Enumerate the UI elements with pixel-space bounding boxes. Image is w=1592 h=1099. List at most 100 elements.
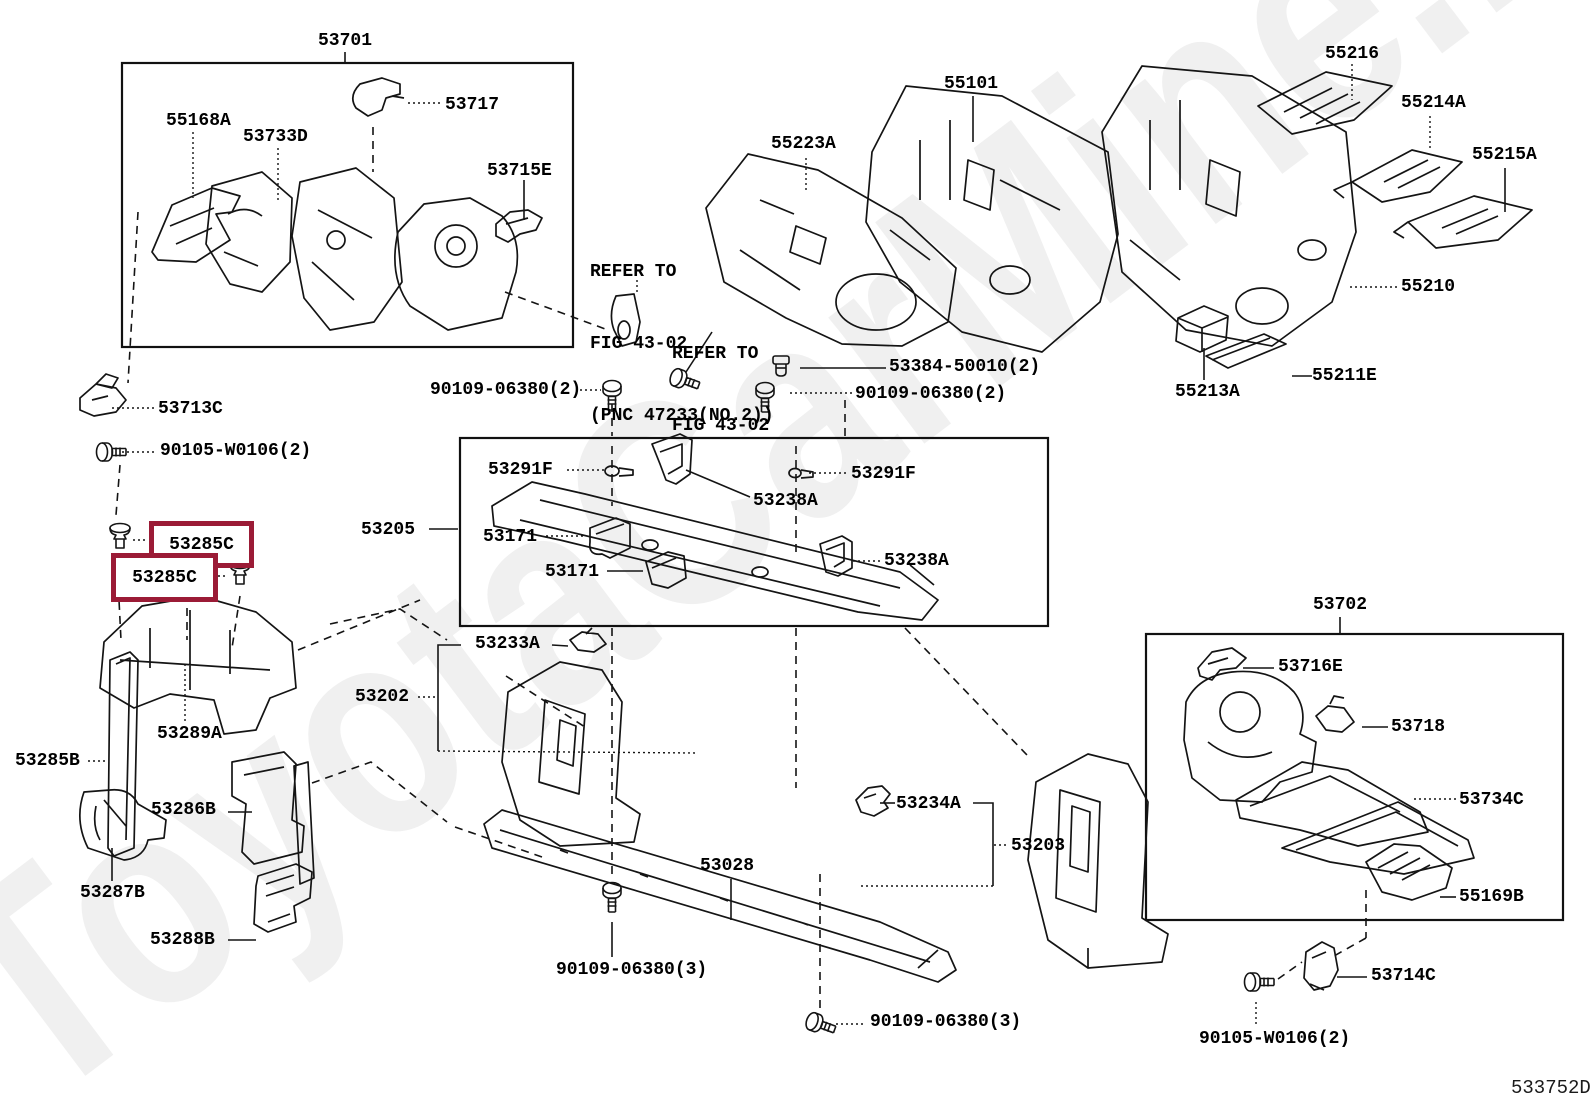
part-drawing-53205-crossmember bbox=[491, 481, 939, 621]
part-drawing-53286B bbox=[231, 751, 315, 885]
part-label-53285C-1[interactable]: 53285C bbox=[169, 534, 234, 555]
crossmember-hole-2 bbox=[751, 566, 769, 578]
part-drawing-53171-2 bbox=[645, 551, 687, 589]
part-drawing-53171-1 bbox=[588, 517, 631, 559]
part-label-53288B[interactable]: 53288B bbox=[150, 930, 215, 950]
box-53702 bbox=[1144, 632, 1565, 922]
part-label-90105-w0106-bottom[interactable]: 90105-W0106(2) bbox=[1199, 1029, 1351, 1049]
strut-tower-hub bbox=[446, 236, 466, 256]
part-label-55216[interactable]: 55216 bbox=[1325, 44, 1380, 64]
part-55101-hole bbox=[989, 265, 1031, 295]
part-label-53287B[interactable]: 53287B bbox=[80, 883, 145, 903]
part-drawing-55216 bbox=[1257, 71, 1393, 135]
part-drawing-53203-panel bbox=[1027, 753, 1169, 969]
part-drawing-55213A bbox=[1175, 305, 1229, 353]
assembly-boxes bbox=[120, 61, 1565, 922]
bolt-90105-left bbox=[95, 442, 127, 462]
part-drawing-53734C bbox=[1281, 801, 1475, 875]
part-label-53289A[interactable]: 53289A bbox=[157, 724, 222, 744]
part-drawing-55210 bbox=[1101, 65, 1357, 347]
part-drawing-55211E bbox=[1205, 333, 1287, 369]
part-label-53171-2[interactable]: 53171 bbox=[545, 562, 600, 582]
highlight-box-53285c-2[interactable]: 53285C bbox=[111, 553, 218, 602]
part-label-55223A[interactable]: 55223A bbox=[771, 134, 836, 154]
part-label-53285C-2[interactable]: 53285C bbox=[132, 567, 197, 588]
dashed-relation-lines bbox=[115, 127, 1367, 1008]
part-label-90109-06380x3-1[interactable]: 90109-06380(3) bbox=[556, 960, 708, 980]
part-drawing-55214A bbox=[1333, 149, 1463, 203]
part-label-90109-06380x3-2[interactable]: 90109-06380(3) bbox=[870, 1012, 1022, 1032]
part-label-55211E[interactable]: 55211E bbox=[1312, 366, 1377, 386]
part-55210-hole-1 bbox=[1235, 287, 1289, 325]
part-label-53702[interactable]: 53702 bbox=[1313, 595, 1368, 615]
part-drawing-53285B bbox=[107, 651, 139, 857]
part-label-53285B[interactable]: 53285B bbox=[15, 751, 80, 771]
part-55210-hole-2 bbox=[1297, 239, 1327, 261]
part-drawing-53287B bbox=[79, 788, 167, 861]
part-drawing-53713C bbox=[79, 373, 127, 417]
part-drawing-53716E bbox=[1197, 647, 1247, 681]
part-drawing-53717 bbox=[351, 77, 405, 117]
box-53701 bbox=[120, 61, 575, 349]
part-drawing-53238A-1 bbox=[651, 433, 693, 485]
part-drawing-55101 bbox=[865, 85, 1119, 353]
part-label-53291F-left[interactable]: 53291F bbox=[488, 460, 553, 480]
part-label-53238A-1[interactable]: 53238A bbox=[753, 491, 818, 511]
part-label-90109-06380x2-left[interactable]: 90109-06380(2) bbox=[430, 380, 582, 400]
refer-note-1-line3: (PNC 47233(NO.2)) bbox=[590, 406, 774, 426]
dotted-leader-lines bbox=[88, 64, 1456, 1027]
part-drawing-apron-shield bbox=[291, 167, 403, 331]
part-label-53233A[interactable]: 53233A bbox=[475, 634, 540, 654]
part-label-53718[interactable]: 53718 bbox=[1391, 717, 1446, 737]
part-drawing-53234A bbox=[855, 785, 891, 817]
part-label-53713C[interactable]: 53713C bbox=[158, 399, 223, 419]
part-label-53238A-2[interactable]: 53238A bbox=[884, 551, 949, 571]
part-drawing-side-air-guide-lh bbox=[501, 661, 641, 847]
part-drawing-53288B bbox=[253, 863, 313, 933]
part-label-53714C[interactable]: 53714C bbox=[1371, 966, 1436, 986]
part-label-53717[interactable]: 53717 bbox=[445, 95, 500, 115]
part-drawing-53715E bbox=[495, 209, 543, 243]
part-label-53733D[interactable]: 53733D bbox=[243, 127, 308, 147]
refer-note-2-line2: FIG 43-02 bbox=[672, 416, 770, 436]
part-label-53203[interactable]: 53203 bbox=[1011, 836, 1066, 856]
part-label-53715E[interactable]: 53715E bbox=[487, 161, 552, 181]
part-label-53234A[interactable]: 53234A bbox=[896, 794, 961, 814]
part-label-55168A[interactable]: 55168A bbox=[166, 111, 231, 131]
part-label-55215A[interactable]: 55215A bbox=[1472, 145, 1537, 165]
part-label-55169B[interactable]: 55169B bbox=[1459, 887, 1524, 907]
diagram-code: 533752D bbox=[1511, 1077, 1591, 1099]
part-label-55213A[interactable]: 55213A bbox=[1175, 382, 1240, 402]
bolt-90105-right bbox=[1243, 972, 1275, 992]
part-label-55214A[interactable]: 55214A bbox=[1401, 93, 1466, 113]
refer-note-1: REFER TO FIG 43-02 (PNC 47233(NO.2)) bbox=[590, 212, 774, 476]
refer-note-1-line1: REFER TO bbox=[590, 262, 677, 282]
solid-leader-lines bbox=[111, 52, 1506, 978]
part-drawing-53285C-clip-1 bbox=[109, 522, 131, 549]
part-label-90109-06380x2-right[interactable]: 90109-06380(2) bbox=[855, 384, 1007, 404]
part-drawing-55169B bbox=[1365, 843, 1453, 901]
part-label-53384-50010[interactable]: 53384-50010(2) bbox=[889, 357, 1041, 377]
part-label-55101[interactable]: 55101 bbox=[944, 74, 999, 94]
part-drawing-53233A bbox=[569, 627, 607, 653]
refer-bracket-slot bbox=[617, 320, 631, 340]
part-drawing-refer-bracket bbox=[610, 293, 641, 347]
crossmember-hole-1 bbox=[641, 539, 659, 551]
bolt-90109-lower-1 bbox=[602, 881, 622, 913]
part-label-53701[interactable]: 53701 bbox=[318, 31, 373, 51]
part-label-55210[interactable]: 55210 bbox=[1401, 277, 1456, 297]
part-label-90105-w0106-left[interactable]: 90105-W0106(2) bbox=[160, 441, 312, 461]
part-label-53291F-right[interactable]: 53291F bbox=[851, 464, 916, 484]
part-label-53028[interactable]: 53028 bbox=[700, 856, 755, 876]
part-label-53202[interactable]: 53202 bbox=[355, 687, 410, 707]
part-label-53716E[interactable]: 53716E bbox=[1278, 657, 1343, 677]
part-drawings bbox=[79, 65, 1533, 991]
part-55223A-hole bbox=[835, 273, 917, 331]
part-label-53734C[interactable]: 53734C bbox=[1459, 790, 1524, 810]
part-label-53171-1[interactable]: 53171 bbox=[483, 527, 538, 547]
part-drawing-55168A bbox=[151, 187, 241, 263]
part-label-53286B[interactable]: 53286B bbox=[151, 800, 216, 820]
part-label-53205[interactable]: 53205 bbox=[361, 520, 416, 540]
